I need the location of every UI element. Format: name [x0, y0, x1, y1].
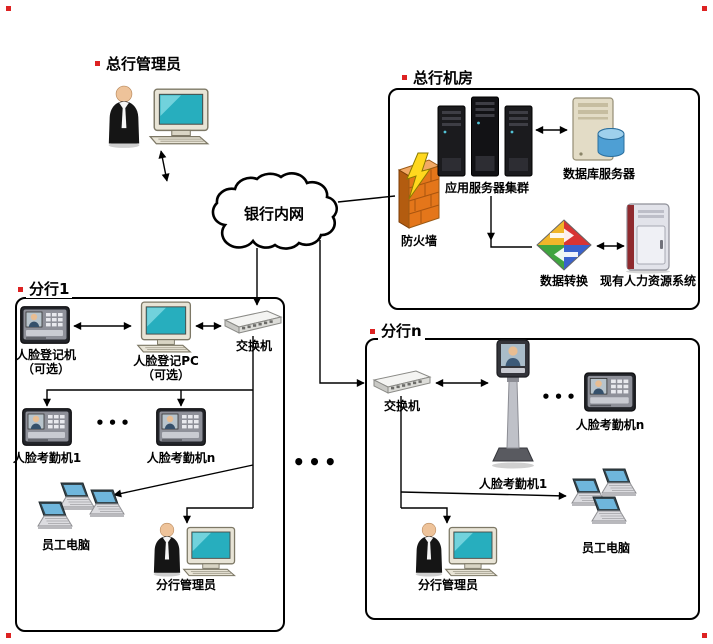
- bn-switch-icon: [373, 370, 431, 394]
- hr-system-icon: [625, 203, 671, 274]
- b1-attendance-n-label: 人脸考勤机n: [146, 451, 216, 465]
- branchn-box: [365, 338, 700, 620]
- connector-cloud-firewall: [337, 195, 396, 203]
- b1-register-pc-label-line2: （可选）: [141, 368, 190, 382]
- hq-admin-computer-icon: [149, 88, 209, 145]
- b1-admin-computer-icon: [182, 526, 236, 577]
- b1-attendance-1-label: 人脸考勤机1: [12, 451, 82, 465]
- connector-branchn-laptops: [400, 491, 567, 500]
- corner-mark-br: [702, 633, 707, 638]
- data-convert-label: 数据转换: [539, 274, 588, 288]
- branch1-box: [15, 297, 285, 632]
- branchn-title: 分行n: [378, 322, 425, 340]
- between-branches-ellipsis: •••: [292, 450, 340, 474]
- connector-cloud-branchn: [319, 240, 365, 387]
- bn-ellipsis: •••: [541, 388, 579, 406]
- b1-register-machine-label-line1: 人脸登记机: [15, 348, 76, 362]
- hr-system-label: 现有人力资源系统: [599, 274, 696, 288]
- bn-laptop-icon-3: [591, 496, 627, 525]
- corner-mark-tr: [702, 6, 707, 11]
- hq-admin-label: 总行管理员: [103, 55, 185, 73]
- b1-laptop-icon-1: [59, 482, 95, 511]
- bn-attendance-1-label: 人脸考勤机1: [478, 477, 548, 491]
- b1-switch-label: 交换机: [235, 339, 272, 353]
- b1-attendance-machine-n-icon: [156, 408, 206, 446]
- bn-switch-label: 交换机: [383, 399, 420, 413]
- bn-admin-label: 分行管理员: [417, 578, 478, 592]
- branch1-title-mark: [18, 287, 23, 292]
- hq-admin-person-icon: [108, 85, 140, 148]
- connector-branch1-laptops: [113, 464, 254, 498]
- b1-register-machine-label: 人脸登记机 （可选）: [8, 348, 84, 376]
- bn-admin-person-icon: [415, 522, 443, 577]
- bn-attendance-n-label: 人脸考勤机n: [575, 418, 645, 432]
- branch1-bus-attend1: [43, 389, 253, 407]
- bn-staff-pc-label: 员工电脑: [581, 541, 630, 555]
- firewall-label: 防火墙: [400, 234, 437, 248]
- b1-register-machine-label-line2: （可选）: [21, 362, 70, 376]
- b1-face-register-pc-icon: [137, 301, 192, 353]
- b1-admin-person-icon: [153, 522, 181, 577]
- branch1-title: 分行1: [26, 280, 73, 298]
- intranet-cloud-label: 银行内网: [243, 205, 304, 223]
- corner-mark-bl: [6, 633, 11, 638]
- database-server-icon: [572, 97, 625, 161]
- connector-hqadmin-cloud: [158, 150, 170, 182]
- branchn-title-mark: [370, 329, 375, 334]
- bn-kiosk-icon: [491, 339, 535, 470]
- data-convert-icon: [536, 219, 592, 271]
- connector-cluster-convert-h: [490, 240, 532, 248]
- firewall-icon: [398, 152, 440, 229]
- bn-laptop-icon-1: [601, 468, 637, 497]
- b1-ellipsis: •••: [95, 414, 133, 432]
- connector-branch1-admin: [183, 507, 253, 524]
- b1-staff-pc-label: 员工电脑: [41, 538, 90, 552]
- hq-room-box: [388, 88, 700, 310]
- app-server-cluster-icon: [437, 96, 533, 177]
- connector-branchn-admin: [401, 507, 451, 524]
- hq-room-title-mark: [402, 75, 407, 80]
- app-server-cluster-label: 应用服务器集群: [444, 181, 529, 195]
- corner-mark-tl: [6, 6, 11, 11]
- b1-attendance-machine-1-icon: [22, 408, 72, 446]
- b1-switch-icon: [224, 310, 282, 334]
- bn-admin-computer-icon: [444, 526, 498, 577]
- hq-admin-title-mark: [95, 61, 100, 66]
- b1-register-pc-label: 人脸登记PC （可选）: [128, 354, 204, 382]
- database-server-label: 数据库服务器: [562, 167, 635, 181]
- hq-room-title: 总行机房: [410, 69, 477, 87]
- b1-admin-label: 分行管理员: [155, 578, 216, 592]
- bn-attendance-machine-n-icon: [584, 372, 636, 412]
- b1-register-pc-label-line1: 人脸登记PC: [133, 354, 199, 368]
- b1-face-register-machine-icon: [20, 306, 70, 344]
